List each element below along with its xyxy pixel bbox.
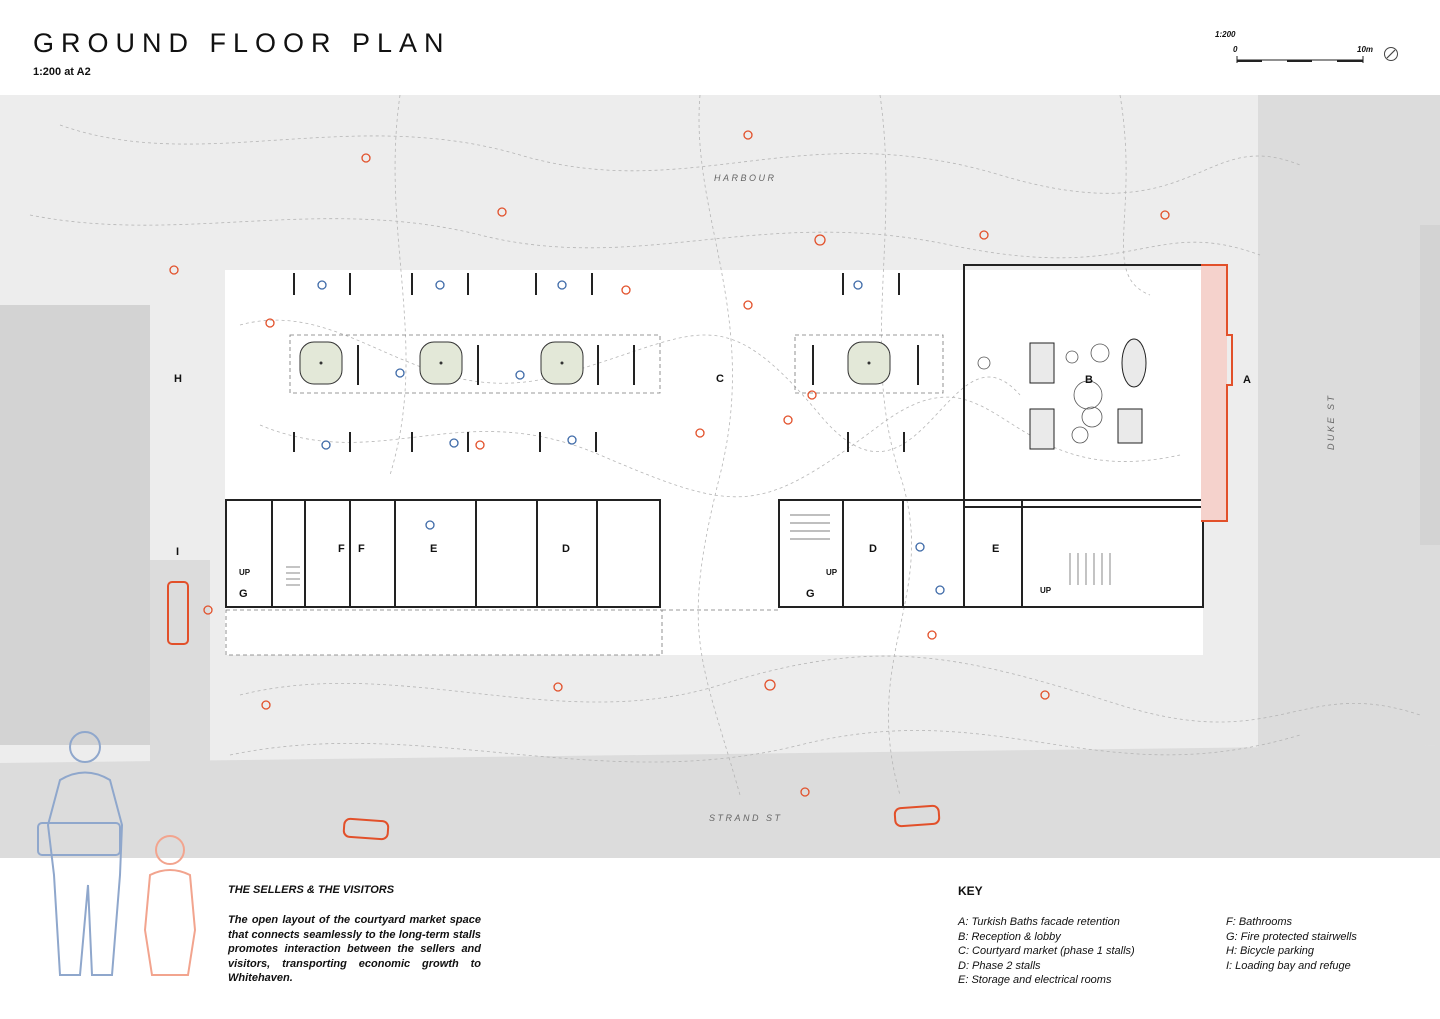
left-block-walls [225,499,661,608]
zone-label-f-left: F [338,543,345,555]
zone-label-i: I [176,546,180,558]
truck-icon [167,581,189,645]
key-item-f: F: Bathrooms [1226,916,1293,928]
key-column-1: A: Turkish Baths facade retention B: Rec… [958,915,1135,988]
facade-retention [1201,264,1233,522]
seller-visitor-figures [37,731,197,976]
zone-label-b: B [1085,374,1093,386]
zone-label-d-left: D [562,543,570,555]
zone-label-e-left: E [430,543,438,555]
zone-label-g-right: G [806,588,815,600]
seller-markers [317,280,945,595]
key-title: KEY [958,884,983,898]
key-item-c: C: Courtyard market (phase 1 stalls) [958,945,1135,958]
visitor-markers [169,130,1170,797]
duke-street-road [1258,95,1440,750]
stair-up-mid: UP [826,568,838,577]
stair-up-left: UP [239,568,251,577]
scale-start: 0 [1233,45,1238,54]
neighbour-buildings [0,225,1440,745]
zone-label-f-right: F [358,543,365,555]
market-stalls [293,273,919,452]
seller-figure-icon [37,731,124,976]
key-item-d: D: Phase 2 stalls [958,959,1041,972]
key-item-a: A: Turkish Baths facade retention [958,916,1120,928]
scale-end: 10m [1357,45,1374,54]
zone-label-h: H [174,373,182,385]
description-heading: THE SELLERS & THE VISITORS [228,884,395,896]
zone-label-d-right: D [869,543,877,555]
market-grid [225,334,944,656]
visitor-figure-icon [143,835,197,976]
description-body: The open layout of the courtyard market … [228,914,481,984]
strand-street-road [0,745,1440,858]
scale-ruler [1236,56,1364,63]
street-harbour: HARBOUR [714,173,777,183]
scale-bar: 1:200 0 10m [1213,30,1398,70]
zone-label-e-right: E [992,543,1000,555]
north-arrow-icon [1384,47,1398,61]
page-subtitle: 1:200 at A2 [33,66,91,78]
stair-treads [286,514,1111,586]
key-item-b: B: Reception & lobby [958,930,1061,943]
key-item-g: G: Fire protected stairwells [1226,930,1357,943]
site-plate [225,270,1203,655]
circulation-paths [29,95,1421,796]
street-strand-st: STRAND ST [709,813,783,823]
key-item-e: E: Storage and electrical rooms [958,974,1112,987]
zone-label-c: C [716,373,724,385]
zone-label-a: A [1243,374,1251,386]
street-duke-st: DUKE ST [1326,393,1336,450]
key-item-i: I: Loading bay and refuge [1226,959,1351,972]
zone-label-g-left: G [239,588,248,600]
page-title: GROUND FLOOR PLAN [33,28,451,58]
lobby-furniture [977,338,1147,450]
floor-plan-drawing [0,95,1440,858]
stair-up-right: UP [1040,586,1052,595]
key-item-h: H: Bicycle parking [1226,945,1315,958]
car-icons [342,804,941,841]
key-column-2: F: Bathrooms G: Fire protected stairwell… [1226,915,1357,973]
market-canopies [299,341,891,385]
loading-bay-road [150,560,210,785]
scale-ratio: 1:200 [1215,30,1236,39]
